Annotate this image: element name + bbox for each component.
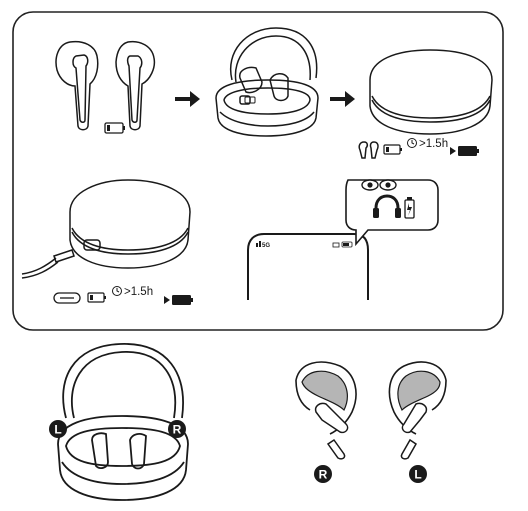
eye-icon-right: [379, 179, 397, 191]
case-left-badge: L: [49, 420, 67, 438]
case-right-badge: R: [168, 420, 186, 438]
step-arrow-2: [330, 91, 355, 107]
bud-left-badge: L: [409, 465, 427, 483]
case-charge-indicator: >1.5h: [53, 286, 193, 305]
case-mini-icon: [53, 292, 81, 304]
earbuds-charge-time: >1.5h: [419, 138, 448, 150]
battery-full-icon-2: [172, 295, 191, 305]
case-charging-usb: [21, 179, 191, 279]
battery-full-icon: [458, 146, 477, 156]
open-case-with-earbuds: [215, 27, 319, 137]
instruction-panel: [12, 11, 504, 331]
step-arrow-1: [175, 91, 200, 107]
svg-text:L: L: [54, 423, 61, 437]
headphones-icon: [373, 194, 401, 218]
ear-right-with-bud: [295, 361, 357, 460]
clock-icon-2: [112, 286, 122, 296]
earbuds-mini-icon: [358, 141, 379, 159]
svg-text:R: R: [173, 423, 182, 437]
signal-text: 5G: [262, 243, 270, 249]
svg-text:L: L: [414, 468, 421, 482]
closed-case: [369, 49, 493, 135]
open-case-large: [57, 343, 189, 501]
battery-vertical-icon: [404, 197, 415, 219]
battery-popup: [345, 179, 439, 247]
case-charge-time: >1.5h: [124, 286, 153, 298]
earbuds-low-battery: [55, 40, 156, 131]
svg-text:R: R: [319, 468, 328, 482]
phone-status-bar: 5G: [256, 241, 353, 249]
battery-charging-icon-case-open: [244, 96, 256, 104]
clock-icon: [407, 138, 417, 148]
eye-icon-left: [361, 179, 379, 191]
earbuds-charge-indicator: >1.5h: [358, 138, 479, 159]
battery-low-icon: [104, 122, 125, 134]
phone-frame: [247, 233, 369, 300]
bud-right-badge: R: [314, 465, 332, 483]
ear-left-with-bud: [388, 361, 447, 460]
